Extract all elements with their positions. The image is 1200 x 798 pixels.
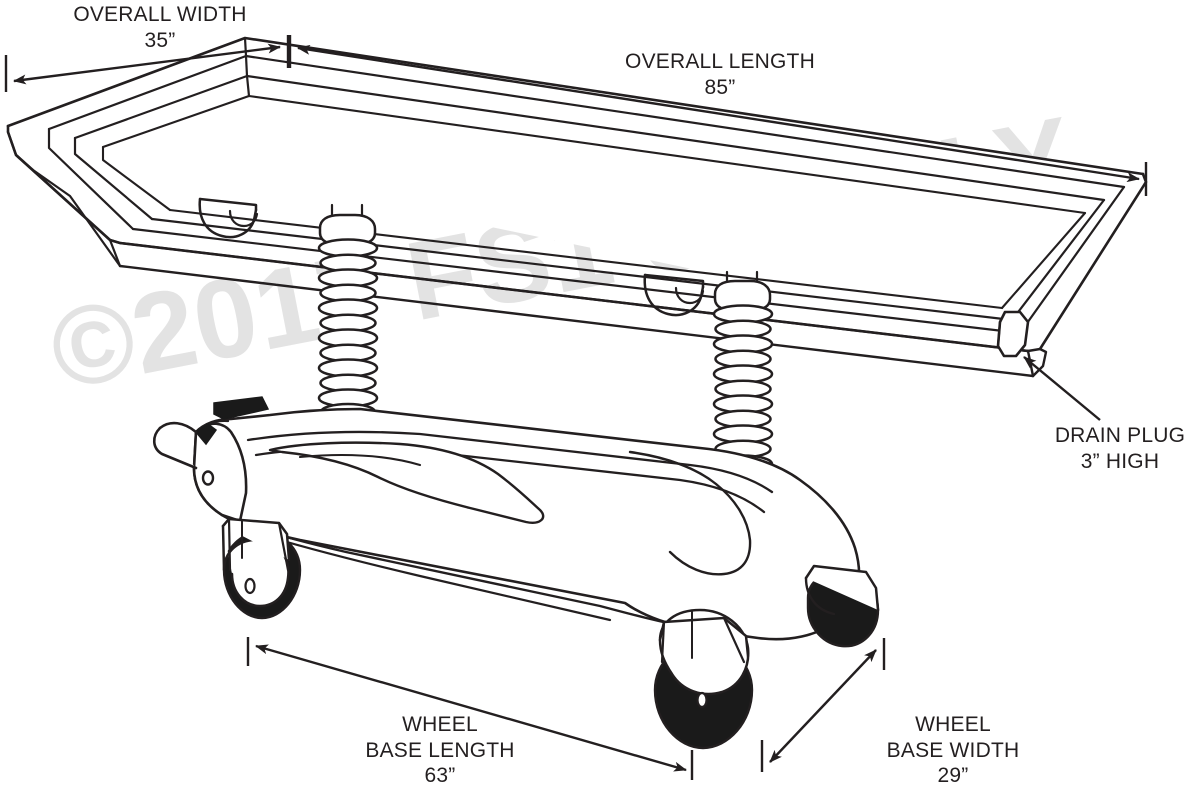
tray-support-bracket-left <box>198 197 259 239</box>
dimension-line-overall-length <box>288 35 1148 196</box>
leader-line-drain-plug <box>1023 356 1101 421</box>
label-overall-width: OVERALL WIDTH 35” <box>40 2 280 53</box>
dimension-line-wheel-base-width <box>760 638 886 772</box>
label-overall-length: OVERALL LENGTH 85” <box>565 49 875 100</box>
label-overall-width-value: 35” <box>144 28 176 52</box>
caster-front-center <box>653 608 754 750</box>
foot-pedal <box>152 396 270 470</box>
bellows-column-left <box>317 203 379 431</box>
label-wheel-base-width: WHEEL BASE WIDTH 29” <box>838 712 1068 789</box>
dimension-line-overall-width <box>4 35 290 92</box>
label-drain-plug-value: 3” HIGH <box>1080 449 1160 473</box>
caster-front-right <box>804 564 880 648</box>
caster-rear-left <box>221 517 302 620</box>
label-wheel-base-width-line1: WHEEL <box>915 713 991 736</box>
label-wheel-base-width-line2: BASE WIDTH <box>886 738 1020 762</box>
label-wheel-base-length-value: 63” <box>424 764 456 788</box>
label-drain-plug: DRAIN PLUG 3” HIGH <box>1040 423 1200 474</box>
label-overall-length-line1: OVERALL LENGTH <box>625 50 815 73</box>
dimension-line-wheel-base-length <box>246 637 694 780</box>
label-overall-width-line1: OVERALL WIDTH <box>73 3 247 26</box>
label-overall-length-value: 85” <box>704 75 736 99</box>
label-drain-plug-line1: DRAIN PLUG <box>1054 424 1186 447</box>
label-wheel-base-length: WHEEL BASE LENGTH 63” <box>325 712 555 789</box>
label-wheel-base-width-value: 29” <box>937 764 969 788</box>
label-wheel-base-length-line1: WHEEL <box>402 713 478 736</box>
label-wheel-base-length-line2: BASE LENGTH <box>365 738 515 762</box>
tray-support-bracket-right <box>643 273 705 317</box>
drain-plug-spout <box>996 310 1030 358</box>
